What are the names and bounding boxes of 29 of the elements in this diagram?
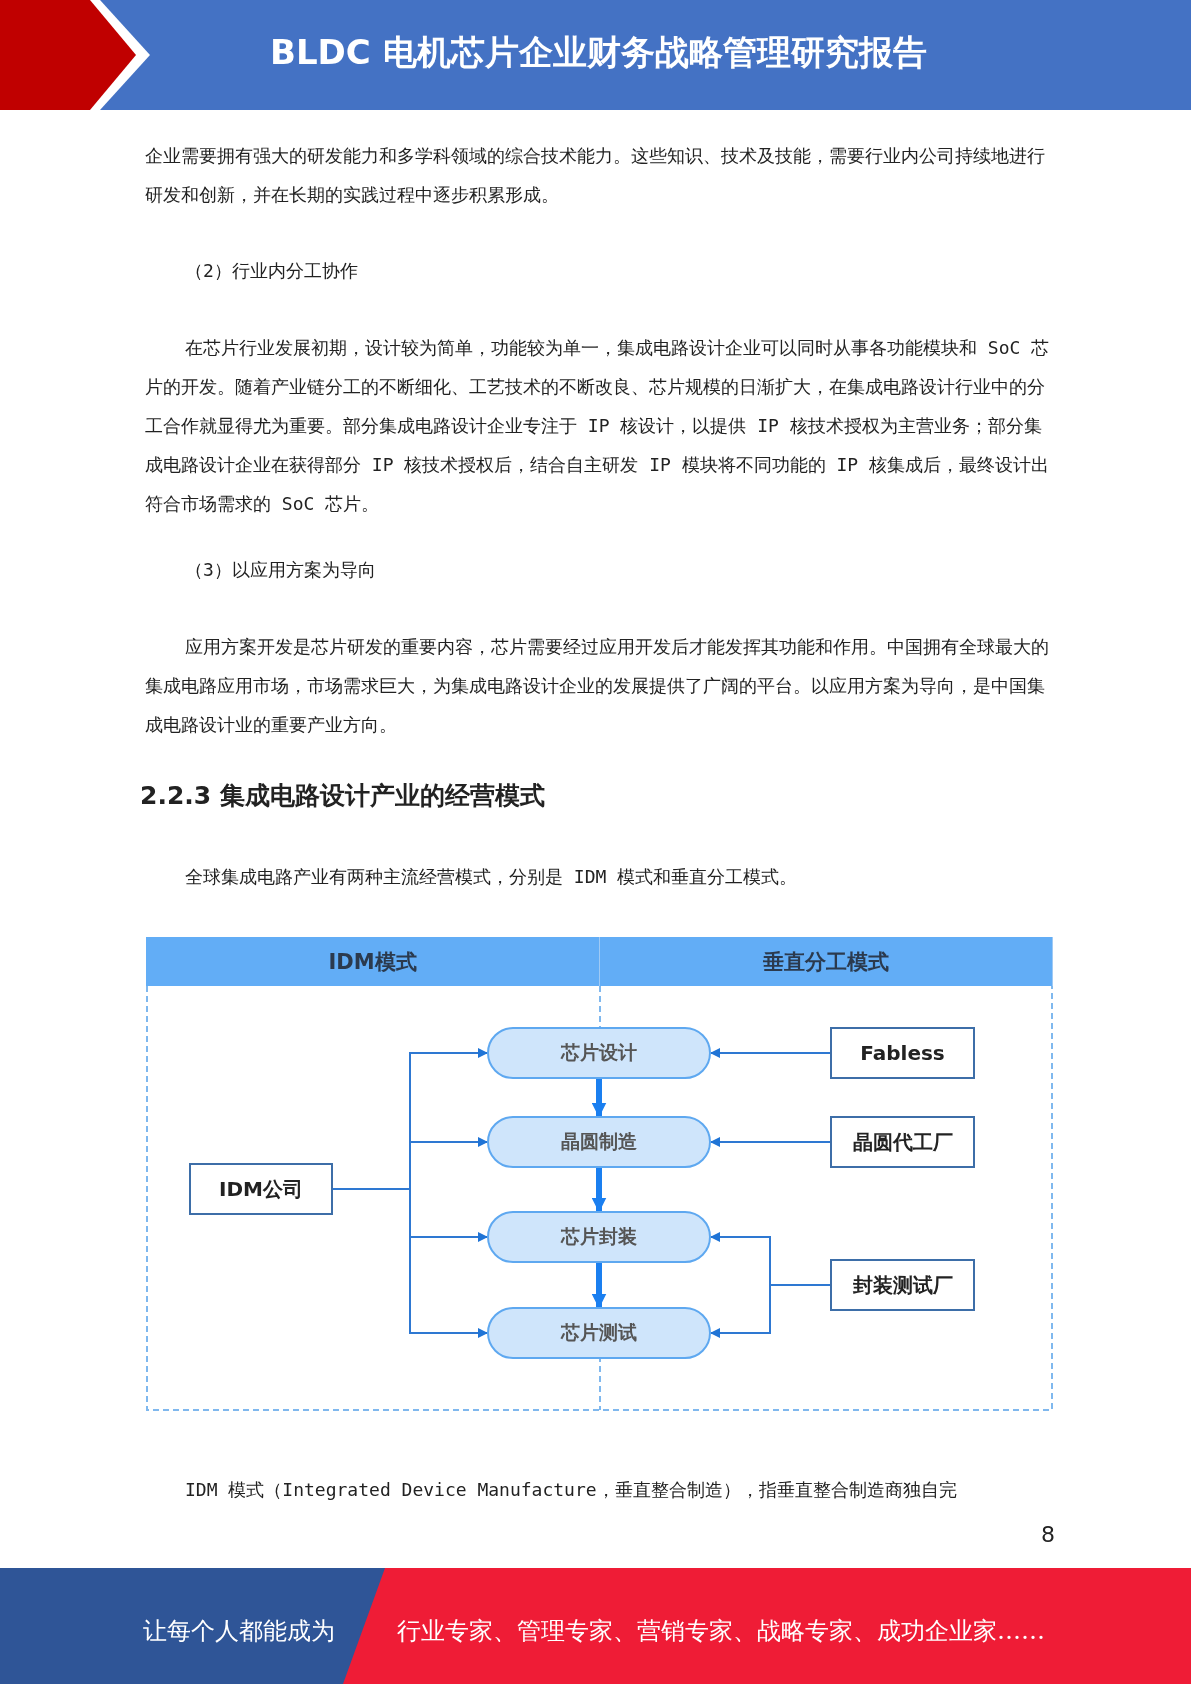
entity-box: Fabless <box>830 1027 975 1079</box>
entity-box: IDM公司 <box>189 1163 333 1215</box>
body-paragraph: 企业需要拥有强大的研发能力和多学科领域的综合技术能力。这些知识、技术及技能，需要行业内公司持续地进行研发和创新，并在长期的实践过程中逐步积累形成。 <box>145 144 1046 207</box>
body-paragraph: 在芯片行业发展初期，设计较为简单，功能较为单一，集成电路设计企业可以同时从事各功能模块和 SoC 芯片的开发。随着产业链分工的不断细化、工艺技术的不断改良、芯片规模的日渐扩大，在集成电路设计行业中的分工合作就显得尤为重要。部分集成电路设计企业专注于 IP 核设计，以提供 IP 核技术授权为主营业务；部分集成电路设计企业在获得部分 IP 核技术授权后，结合自主研发 IP 模块将不同功能的 IP 核集成后，最终设计出符合市场需求的 SoC 芯片。 <box>145 336 1050 516</box>
section-heading: 2.2.3 集成电路设计产业的经营模式 <box>140 780 546 812</box>
report-title: BLDC 电机芯片企业财务战略管理研究报告 <box>270 31 927 74</box>
body-paragraph: 应用方案开发是芯片研发的重要内容，芯片需要经过应用开发后才能发挥其功能和作用。中国拥有全球最大的集成电路应用市场，市场需求巨大，为集成电路设计企业的发展提供了广阔的平台。以应用方案为导向，是中国集成电路设计业的重要产业方向。 <box>145 635 1050 737</box>
slogan-text: 让每个人都能成为 <box>143 1616 336 1647</box>
process-pill: 芯片设计 <box>487 1027 711 1079</box>
column-header: 垂直分工模式 <box>600 937 1053 986</box>
arrow <box>710 1048 831 1058</box>
arrow <box>591 1168 607 1213</box>
arrow <box>591 1079 607 1118</box>
arrow <box>710 1137 831 1147</box>
subheading: （2）行业内分工协作 <box>184 259 359 283</box>
process-pill: 芯片封装 <box>487 1211 711 1263</box>
process-pill: 晶圆制造 <box>487 1116 711 1168</box>
arrow <box>591 1263 607 1309</box>
arrow <box>332 1188 488 1338</box>
body-paragraph: 全球集成电路产业有两种主流经营模式，分别是 IDM 模式和垂直分工模式。 <box>184 865 799 889</box>
entity-box: 晶圆代工厂 <box>830 1116 975 1168</box>
slogan-text: 行业专家、管理专家、营销专家、战略专家、成功企业家…… <box>397 1616 1046 1647</box>
column-header: IDM模式 <box>146 937 600 986</box>
body-paragraph: IDM 模式（Integrated Device Manufacture，垂直整合制造），指垂直整合制造商独自完 <box>184 1478 958 1502</box>
subheading: （3）以应用方案为导向 <box>184 558 377 582</box>
arrow <box>710 1284 831 1338</box>
entity-box: 封装测试厂 <box>830 1259 975 1311</box>
page-number: 8 <box>1040 1521 1055 1549</box>
process-pill: 芯片测试 <box>487 1307 711 1359</box>
